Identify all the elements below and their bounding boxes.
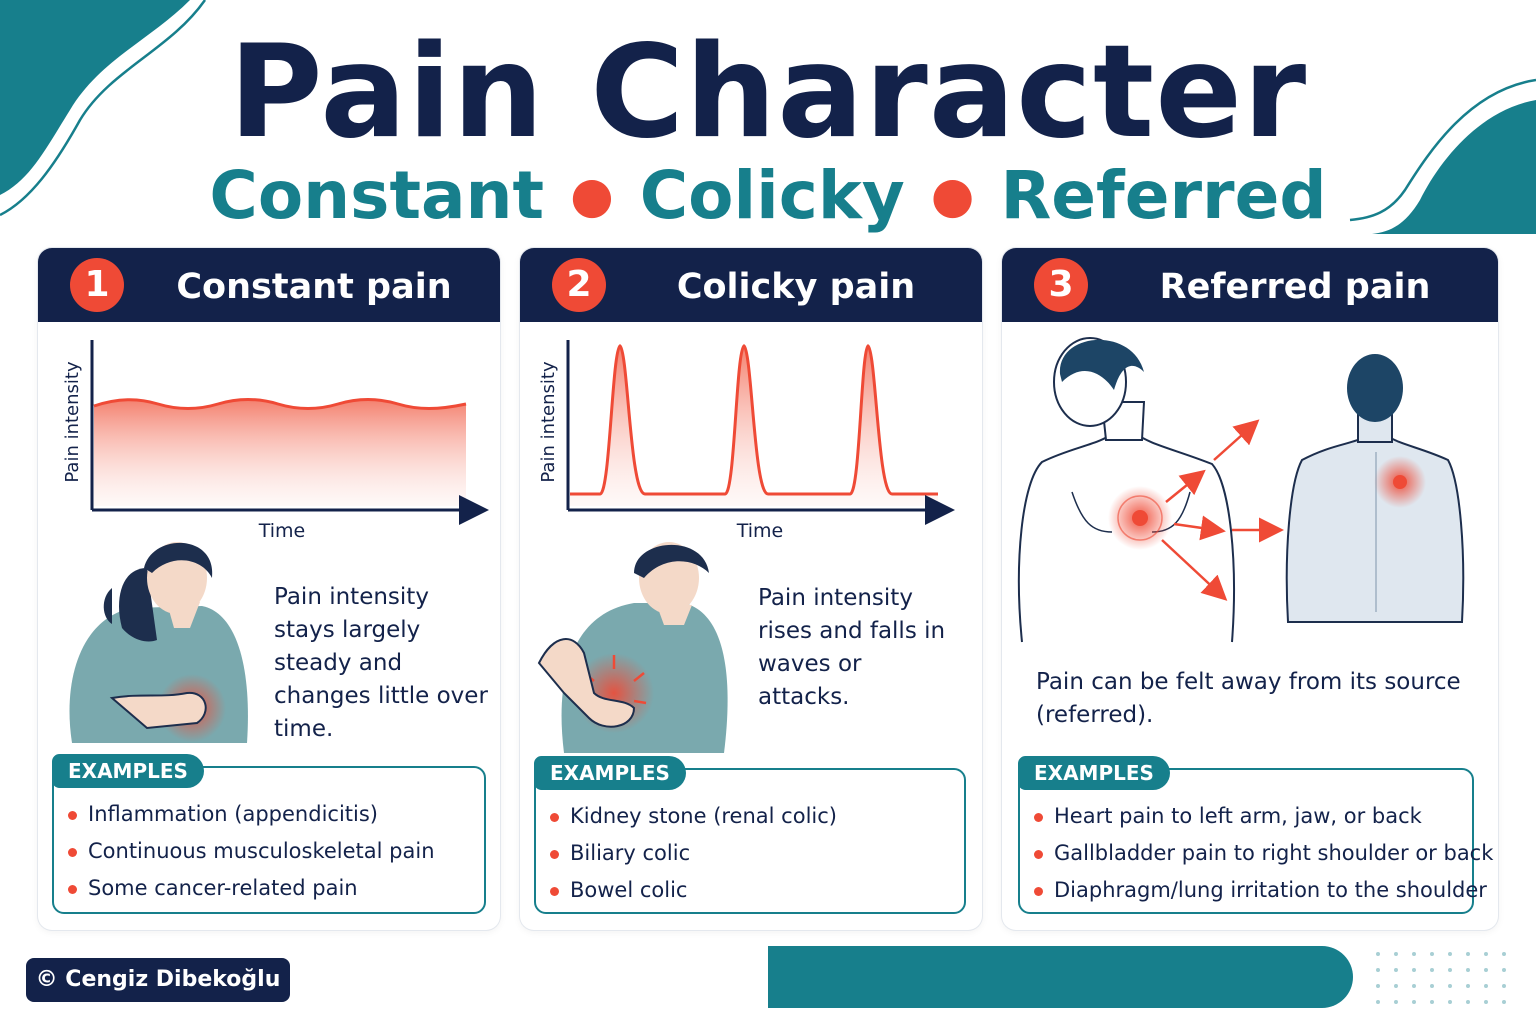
colicky-pain-graph: Pain intensity Time [538,340,955,542]
footer-accent-bar [768,946,1353,1008]
examples-label: EXAMPLES [534,756,686,790]
example-item: Heart pain to left arm, jaw, or back [1034,798,1493,835]
example-item: Gallbladder pain to right shoulder or ba… [1034,835,1493,872]
examples-box: EXAMPLES Inflammation (appendicitis) Con… [52,754,486,914]
example-item: Continuous musculoskeletal pain [68,833,435,870]
x-axis-label: Time [258,520,306,542]
card-number: 2 [552,258,606,312]
card-title: Constant pain [176,267,452,307]
subtitle-colicky: Colicky [639,157,905,234]
card-description: Pain intensity rises and falls in waves … [758,585,946,710]
examples-box: EXAMPLES Kidney stone (renal colic) Bili… [534,756,966,914]
examples-box: EXAMPLES Heart pain to left arm, jaw, or… [1018,756,1493,914]
examples-label: EXAMPLES [52,754,204,788]
card-description: Pain intensity stays largely steady and … [274,584,488,742]
x-axis-label: Time [736,520,784,542]
constant-pain-line [93,398,467,410]
card-number: 3 [1034,258,1088,312]
copyright-credit: © Cengiz Dibekoğlu [26,958,290,1002]
card-title: Referred pain [1159,267,1431,307]
separator-dot-icon: ● [930,166,975,224]
card-header: 3 Referred pain [1002,248,1498,322]
constant-pain-graph: Pain intensity Time [62,340,489,542]
referred-pain-body-illustration [1017,337,1465,643]
woman-abdominal-pain-illustration [69,542,248,743]
subtitle-referred: Referred [1000,157,1327,234]
example-item: Inflammation (appendicitis) [68,796,435,833]
example-item: Diaphragm/lung irritation to the shoulde… [1034,872,1493,909]
card-title: Colicky pain [676,267,916,307]
card-colicky-pain: 2 Colicky pain Pain intensity Time [520,248,982,930]
example-item: Kidney stone (renal colic) [550,798,837,835]
man-abdominal-cramp-illustration [537,542,728,753]
constant-pain-area [94,399,466,506]
subtitle-constant: Constant [209,157,545,234]
dot-grid-decoration [1376,952,1506,1004]
example-item: Some cancer-related pain [68,870,435,907]
y-axis-label: Pain intensity [538,361,559,483]
separator-dot-icon: ● [570,166,614,224]
colicky-pain-line [570,344,938,496]
examples-label: EXAMPLES [1018,756,1170,790]
card-header: 1 Constant pain [38,248,500,322]
page-title: Pain Character [228,18,1308,167]
example-item: Bowel colic [550,872,837,909]
y-axis-label: Pain intensity [62,361,83,483]
card-referred-pain: 3 Referred pain [1002,248,1498,930]
example-item: Biliary colic [550,835,837,872]
card-header: 2 Colicky pain [520,248,982,322]
page-subtitle: Constant ● Colicky ● Referred [0,158,1536,239]
card-constant-pain: 1 Constant pain Pain intensity Time [38,248,500,930]
card-description: Pain can be felt away from its source (r… [1036,669,1461,728]
card-number: 1 [70,258,124,312]
